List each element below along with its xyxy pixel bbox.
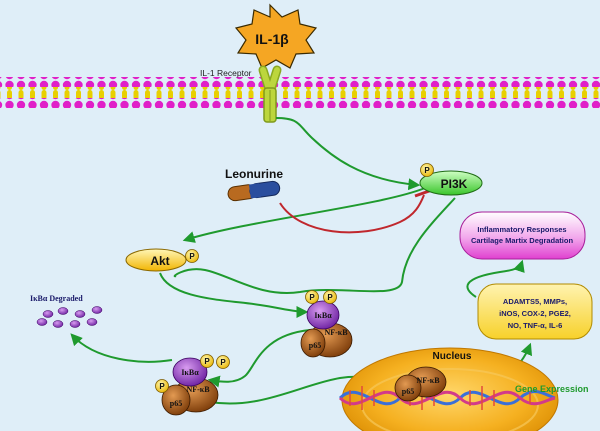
ikba-bottom-phospho-1: P: [204, 357, 210, 366]
ikba-nfkb-complex-top: IκBα NF-κB p65 P P: [300, 290, 353, 358]
leonurine-inhibition: [279, 188, 433, 234]
pi3k-node: PI3K P: [419, 163, 483, 196]
pi3k-to-akt-arrow: [182, 187, 426, 243]
akt-to-ikba-arrow: [159, 272, 309, 318]
il1-receptor: IL-1 Receptor: [200, 65, 282, 123]
ikba-top-phospho-2: P: [327, 293, 333, 302]
akt-phospho: P: [189, 252, 195, 261]
ikba-top-phospho-1: P: [309, 293, 315, 302]
ikba-nfkb-complex-bottom: IκBα NF-κB p65 P P P: [155, 354, 230, 416]
receptor-label: IL-1 Receptor: [200, 68, 252, 78]
mediators-line-1: ADAMTS5, MMPs,: [503, 297, 567, 306]
p65-top-label: p65: [309, 341, 321, 350]
akt-node: Akt P: [125, 248, 199, 272]
complex-to-degraded-arrow: [70, 333, 173, 363]
ikba-bottom-phospho-3: P: [159, 382, 165, 391]
akt-label: Akt: [150, 254, 169, 268]
ikba-top-label: IκBα: [314, 311, 332, 320]
nucleus-label: Nucleus: [433, 351, 472, 362]
gene-expression-label: Gene Expression: [515, 384, 589, 394]
cell-membrane: [0, 77, 600, 108]
mediators-to-responses-arrow: [466, 259, 525, 298]
responses-line-2: Cartilage Martix Degradation: [471, 236, 574, 245]
leonurine-label: Leonurine: [225, 167, 283, 181]
pi3k-to-ikba-arrow: [173, 197, 456, 294]
responses-line-1: Inflammatory Responses: [477, 225, 566, 234]
mediators-line-3: NO, TNF-α, IL-6: [508, 321, 563, 330]
ikba-degraded: IκBα Degraded: [30, 294, 103, 328]
nucleus: Nucleus NF-κB p65 Gene: [338, 347, 589, 431]
leonurine-drug: Leonurine: [225, 167, 283, 202]
ikba-bottom-phospho-2: P: [220, 358, 226, 367]
mediators-line-2: iNOS, COX-2, PGE2,: [499, 309, 571, 318]
pi3k-label: PI3K: [441, 177, 468, 191]
nfkb-nuclear-label: NF-κB: [416, 376, 440, 385]
nfkb-nuclear: NF-κB p65: [394, 366, 447, 402]
ikba-to-complex-arrow: [207, 329, 311, 388]
p65-nuclear-label: p65: [402, 387, 414, 396]
mediators-box: ADAMTS5, MMPs, iNOS, COX-2, PGE2, NO, TN…: [477, 283, 593, 340]
p65-bottom-label: p65: [170, 399, 182, 408]
nfkb-top-label: NF-κB: [324, 328, 348, 337]
degraded-label: IκBα Degraded: [30, 294, 83, 303]
dna-helix: [338, 386, 556, 410]
il1b-ligand: IL-1β: [234, 3, 318, 69]
ikba-bottom-label: IκBα: [181, 368, 199, 377]
pi3k-phospho: P: [424, 166, 430, 175]
nfkb-bottom-label: NF-κB: [186, 385, 210, 394]
degraded-fragments: [36, 306, 103, 328]
receptor-to-pi3k-arrow: [275, 117, 421, 191]
responses-box: Inflammatory Responses Cartilage Martix …: [459, 211, 586, 260]
il1b-label: IL-1β: [255, 31, 289, 47]
